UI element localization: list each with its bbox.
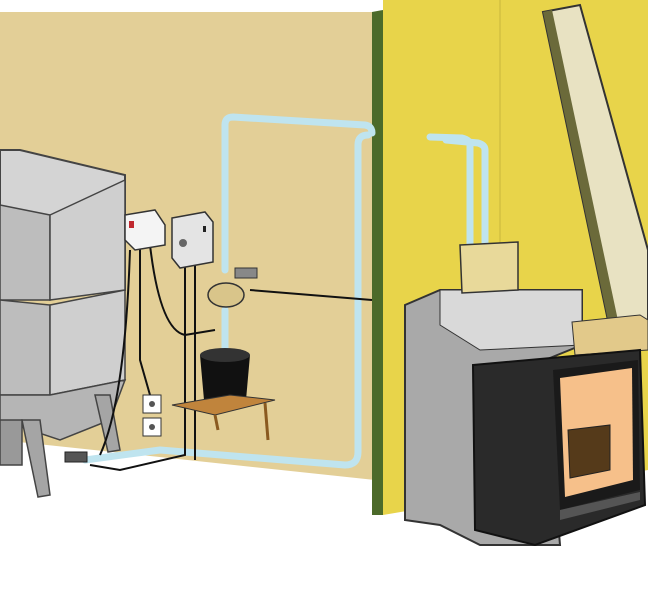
wall-edge-green [372,10,383,515]
cables [89,244,373,472]
plank [541,3,648,331]
storage-tank [0,149,127,498]
wall-sockets [142,394,162,437]
controller-box-left [124,209,166,251]
pipe-valve [64,451,88,463]
controller-box-right [171,211,214,269]
pump-assembly [171,267,276,441]
wood-stove [404,241,648,547]
water-pipes [81,113,489,469]
